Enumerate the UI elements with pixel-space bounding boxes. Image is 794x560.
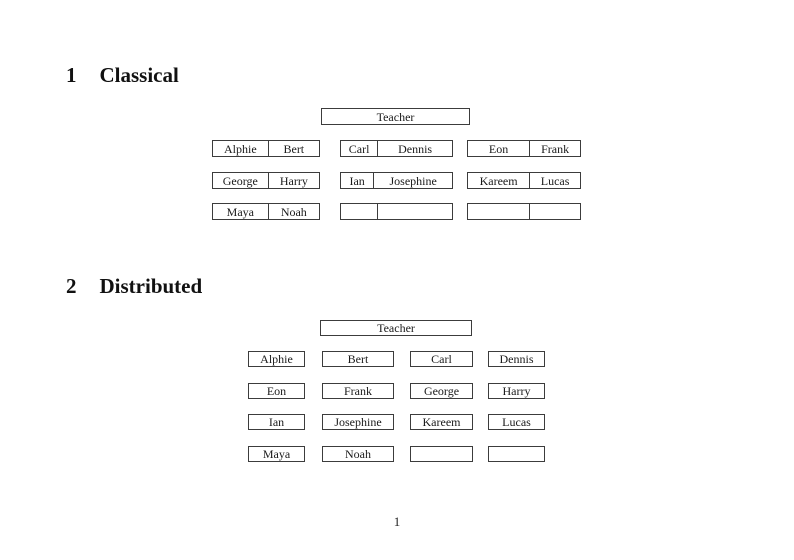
page-number: 1 <box>393 514 401 529</box>
section-title: Classical <box>99 63 179 87</box>
teacher-label: Teacher <box>376 109 415 124</box>
desk: Carl Dennis <box>340 140 453 157</box>
student-seat: Lucas <box>488 414 545 430</box>
student-seat: Kareem <box>410 414 473 430</box>
seat-left: Carl <box>341 141 379 156</box>
student-seat: Harry <box>488 383 545 399</box>
teacher-box-classical: Teacher <box>321 108 470 125</box>
desk <box>340 203 453 220</box>
student-seat: Dennis <box>488 351 545 367</box>
teacher-label: Teacher <box>377 321 415 335</box>
desk: Alphie Bert <box>212 140 320 157</box>
teacher-box-distributed: Teacher <box>320 320 472 336</box>
seat-left <box>468 204 531 219</box>
seat-left: Maya <box>213 204 269 219</box>
seat-left: Kareem <box>468 173 531 188</box>
seat-right: Frank <box>541 141 570 156</box>
seat-left: Eon <box>468 141 531 156</box>
section-number: 1 <box>66 63 77 87</box>
desk: George Harry <box>212 172 320 189</box>
seat-right: Noah <box>280 204 307 219</box>
section-heading-distributed: 2 Distributed <box>66 274 202 298</box>
desk: Eon Frank <box>467 140 581 157</box>
desk: Ian Josephine <box>340 172 453 189</box>
seat-right: Harry <box>279 173 308 188</box>
student-seat: Noah <box>322 446 394 462</box>
desk: Maya Noah <box>212 203 320 220</box>
section-title: Distributed <box>99 274 203 298</box>
seat-right: Dennis <box>398 141 433 156</box>
seat-left: Ian <box>341 173 375 188</box>
section-heading-classical: 1 Classical <box>66 63 179 87</box>
seat-right: Bert <box>283 141 305 156</box>
seat-left: George <box>213 173 269 188</box>
student-seat <box>410 446 473 462</box>
student-seat: Alphie <box>248 351 305 367</box>
seat-right <box>378 204 452 219</box>
student-seat: Eon <box>248 383 305 399</box>
desk: Kareem Lucas <box>467 172 581 189</box>
student-seat: Frank <box>322 383 394 399</box>
seat-right: Lucas <box>540 173 570 188</box>
student-seat: Josephine <box>322 414 394 430</box>
student-seat: Maya <box>248 446 305 462</box>
desk <box>467 203 581 220</box>
student-seat: Ian <box>248 414 305 430</box>
student-seat <box>488 446 545 462</box>
seat-right: Josephine <box>389 173 437 188</box>
seat-left <box>341 204 379 219</box>
student-seat: Bert <box>322 351 394 367</box>
seat-right <box>530 204 580 219</box>
section-number: 2 <box>66 274 77 298</box>
student-seat: George <box>410 383 473 399</box>
student-seat: Carl <box>410 351 473 367</box>
seat-left: Alphie <box>213 141 269 156</box>
